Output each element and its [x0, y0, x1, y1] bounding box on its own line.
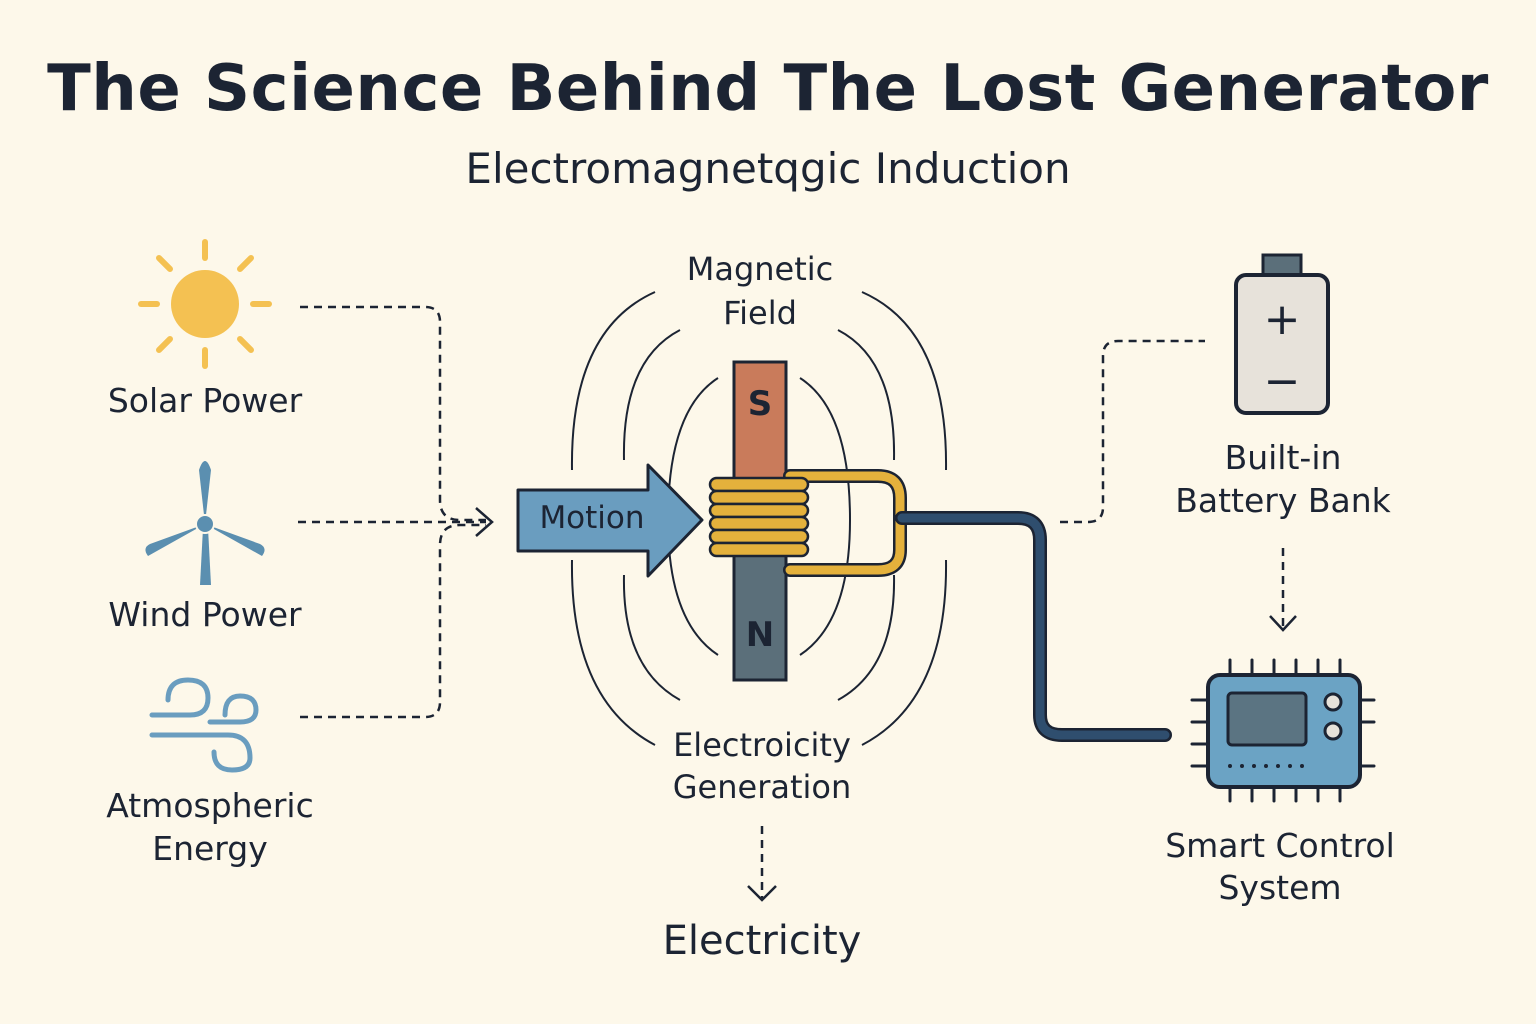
magnet-n-label: N	[745, 615, 775, 655]
motion-arrow	[516, 463, 704, 578]
battery-label-line2: Battery Bank	[1175, 481, 1391, 520]
battery-label-line1: Built-in	[1224, 438, 1342, 477]
wind-turbine-icon	[145, 461, 265, 585]
magnetic-field-label-line2: Field	[723, 294, 797, 332]
battery-minus-sign: −	[1263, 356, 1301, 407]
convergence-arrowhead	[475, 507, 494, 537]
control-label-line1: Smart Control	[1165, 826, 1395, 865]
battery-icon	[1234, 253, 1330, 415]
magnetic-field-lines	[570, 291, 948, 746]
chip-icon	[1190, 658, 1376, 803]
wind-power-label: Wind Power	[108, 595, 302, 634]
atmospheric-label-line1: Atmospheric	[106, 786, 314, 825]
page-title: The Science Behind The Lost Generator	[47, 52, 1489, 126]
sun-icon	[138, 239, 272, 369]
source-connectors	[298, 305, 486, 719]
solar-power-label: Solar Power	[107, 381, 303, 420]
generation-label-line1: Electroicity	[673, 726, 851, 764]
control-label-line2: System	[1218, 868, 1342, 907]
generation-label-line2: Generation	[672, 768, 852, 806]
page-subtitle: Electromagnetqgic Induction	[465, 144, 1071, 193]
coil-windings	[708, 476, 810, 558]
magnetic-field-label-line1: Magnetic	[686, 250, 834, 288]
wind-gust-icon	[149, 677, 259, 773]
battery-connector	[1060, 339, 1205, 524]
electricity-output-label: Electricity	[662, 918, 862, 964]
battery-plus-sign: +	[1263, 294, 1301, 345]
magnet-s-label: S	[747, 384, 773, 424]
motion-label: Motion	[539, 500, 645, 536]
atmospheric-label-line2: Energy	[152, 829, 268, 868]
